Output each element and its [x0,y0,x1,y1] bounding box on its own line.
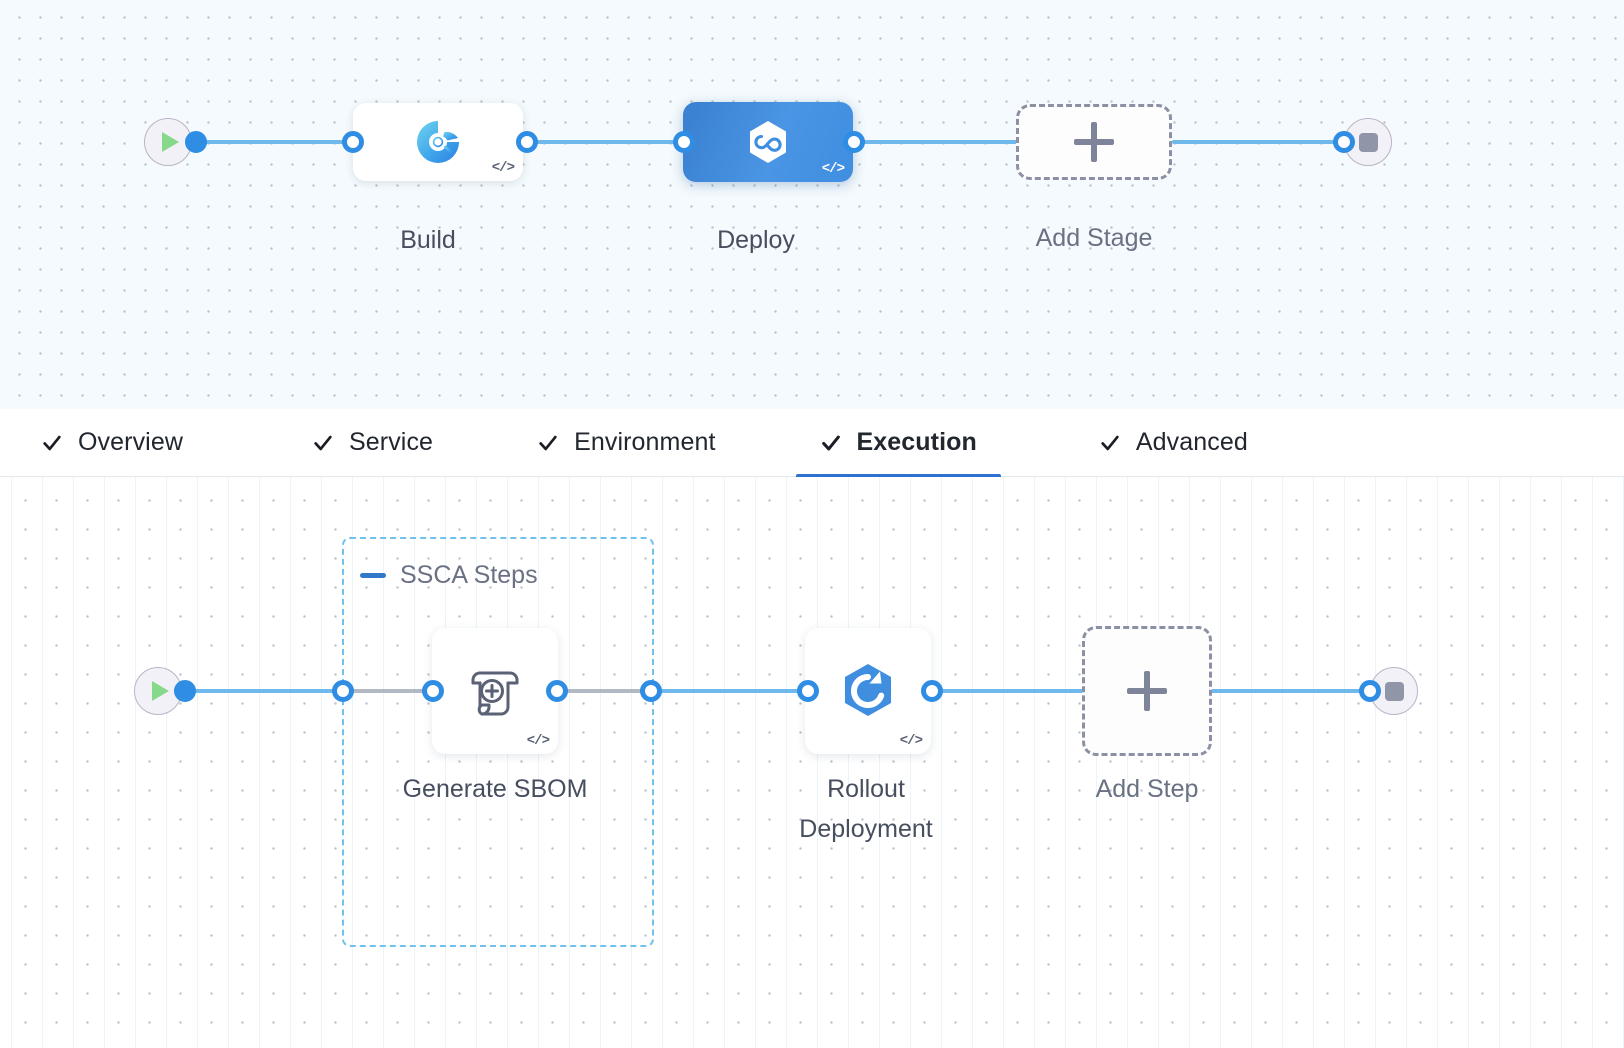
step-edge-start-group [180,689,345,693]
stage-node-build[interactable]: </> [353,103,523,181]
stage-edge-deploy-add [852,140,1017,144]
step-label-rollout-deployment: Rollout Deployment [799,775,933,843]
step-group-title: SSCA Steps [400,561,538,589]
stage-end-port[interactable] [1333,131,1355,153]
stage-edge-build-deploy [525,140,685,144]
stage-start-node[interactable] [144,118,192,166]
step-end-port[interactable] [1359,680,1381,702]
ci-build-icon [414,118,462,166]
step-edge-group-out [560,689,648,693]
code-badge-icon: </> [491,160,515,176]
step-canvas[interactable]: SSCA Steps [0,477,1624,1048]
check-icon [314,435,332,450]
add-stage-label: Add Stage [1035,224,1153,252]
stage-edge-add-end [1172,140,1352,144]
step-node-generate-sbom[interactable]: </> [432,628,558,754]
stage-edge-start-build [190,140,355,144]
plus-icon [1074,122,1114,162]
minus-icon[interactable] [360,573,386,578]
tab-label: Service [349,428,434,456]
step-node-rollout-deployment[interactable]: </> [805,628,931,754]
stage-deploy-port-out[interactable] [843,131,865,153]
step-sbom-port-in[interactable] [422,680,444,702]
plus-icon [1127,671,1167,711]
stage-build-port-in[interactable] [342,131,364,153]
step-group-ssca[interactable] [342,537,654,947]
tab-service[interactable]: Service [306,409,439,477]
stage-build-port-out[interactable] [516,131,538,153]
add-stage-button[interactable] [1016,104,1172,180]
step-rollout-port-out[interactable] [921,680,943,702]
code-badge-icon: </> [526,733,550,749]
tab-overview[interactable]: Overview [35,409,189,477]
stop-icon [1384,681,1404,701]
code-badge-icon: </> [821,161,845,177]
step-group-port-right[interactable] [640,680,662,702]
step-edge-rollout-add [930,689,1085,693]
tab-label: Advanced [1135,428,1248,456]
play-icon [162,132,179,152]
step-start-port[interactable] [174,680,196,702]
code-badge-icon: </> [899,733,923,749]
add-step-label: Add Step [1095,775,1199,803]
step-edge-add-end [1208,689,1373,693]
step-group-header: SSCA Steps [360,561,538,590]
check-icon [821,435,840,450]
stage-label-build: Build [400,226,456,254]
stage-canvas[interactable]: </> Build </> Deploy Add Stage [0,0,1624,409]
cd-deploy-icon [743,117,793,167]
check-icon [1101,435,1119,450]
step-edge-group-rollout [650,689,812,693]
stage-start-port[interactable] [185,131,207,153]
tab-execution[interactable]: Execution [795,409,1002,478]
tab-label: Execution [856,428,977,456]
stage-node-deploy[interactable]: </> [683,102,853,182]
add-step-button[interactable] [1082,626,1212,756]
tab-advanced[interactable]: Advanced [1093,409,1254,477]
tab-label: Environment [574,428,716,456]
stop-icon [1358,132,1378,152]
check-icon [43,435,61,450]
step-edge-group-in [348,689,428,693]
sbom-scroll-icon [462,658,528,724]
step-group-port-left[interactable] [332,680,354,702]
stage-deploy-port-in[interactable] [673,131,695,153]
play-icon [152,681,169,701]
k8s-rollout-icon [835,658,901,724]
tab-label: Overview [78,428,183,456]
stage-label-deploy: Deploy [717,226,795,254]
stage-config-tabs: Overview Service Environment Execution A… [0,409,1624,478]
tab-environment[interactable]: Environment [531,409,721,477]
check-icon [539,435,557,450]
step-rollout-port-in[interactable] [797,680,819,702]
step-sbom-port-out[interactable] [546,680,568,702]
